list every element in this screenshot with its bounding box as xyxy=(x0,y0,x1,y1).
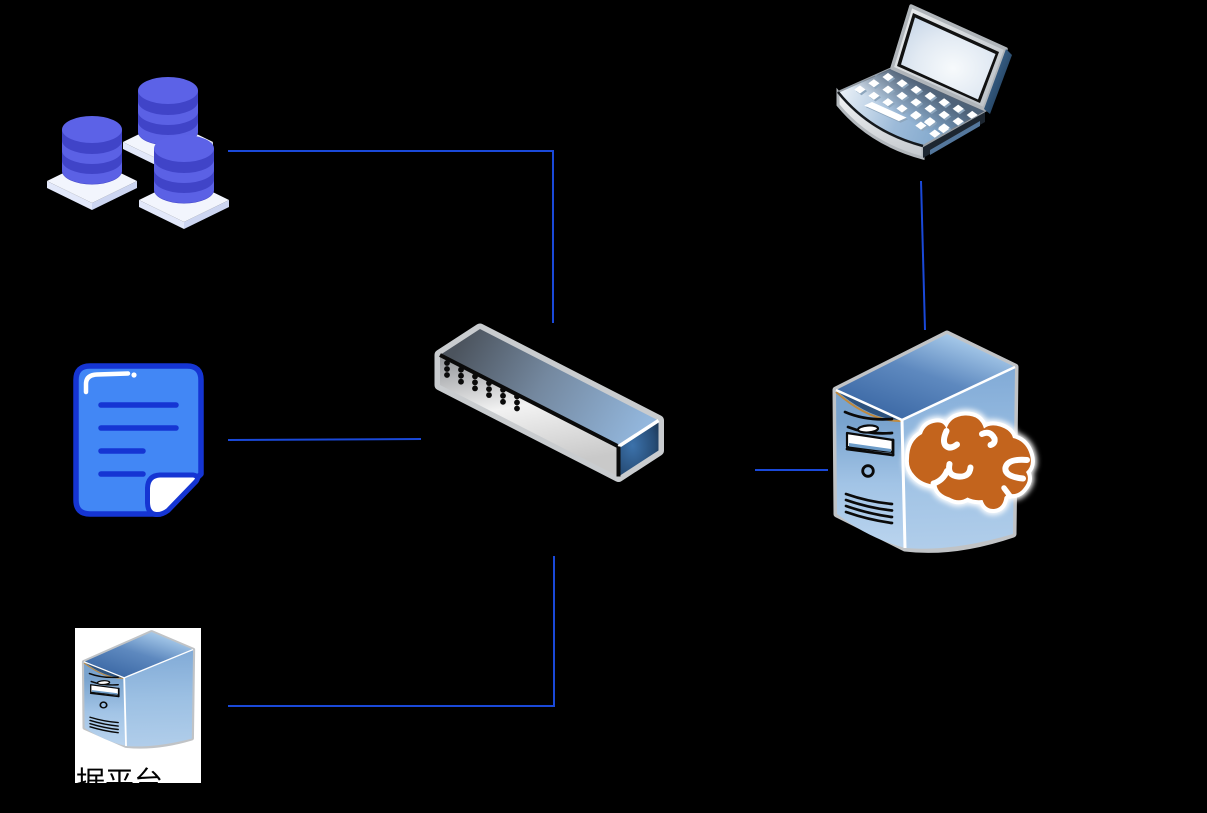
svg-text:数据平台: 数据平台 xyxy=(47,766,163,799)
